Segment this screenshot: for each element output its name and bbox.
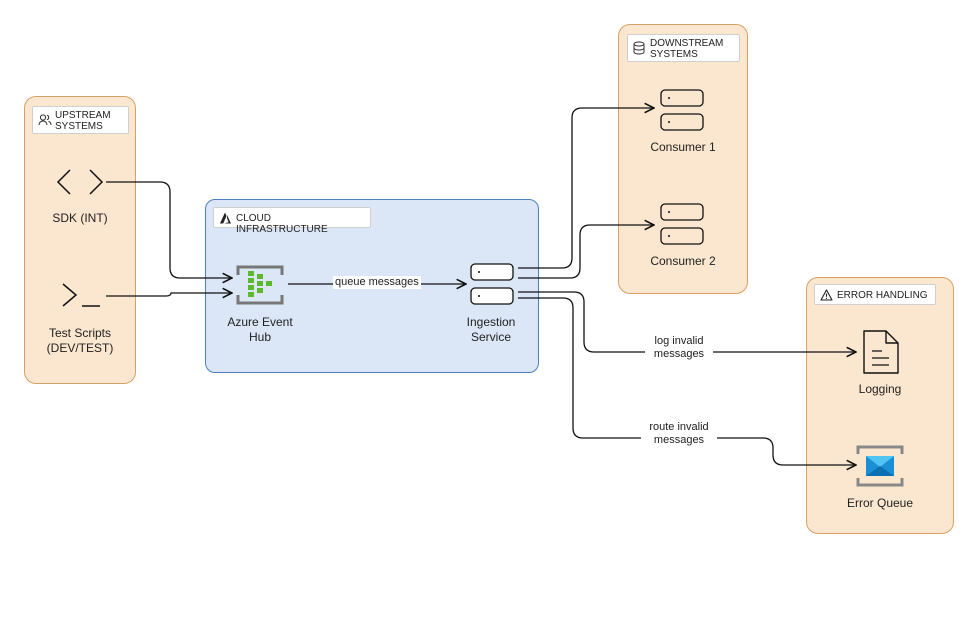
warning-icon	[820, 288, 833, 301]
downstream-systems-group	[618, 24, 748, 294]
consumer-1-node	[660, 88, 708, 134]
downstream-systems-tag: DOWNSTREAM SYSTEMS	[627, 34, 740, 62]
ingestion-service-label-line1: Ingestion	[466, 315, 516, 329]
edge-ingestion-to-consumer1	[518, 108, 654, 269]
error-queue-label: Error Queue	[846, 496, 914, 510]
server-icon	[470, 263, 514, 305]
error-title: ERROR HANDLING	[837, 290, 928, 301]
consumer-2-node	[660, 202, 708, 248]
test-scripts-label: Test Scripts (DEV/TEST)	[30, 326, 130, 356]
terminal-icon	[62, 283, 100, 307]
azure-event-hub-label-line1: Azure Event	[227, 315, 293, 329]
edge-ingestion-to-consumer2	[518, 225, 654, 279]
downstream-title-line1: DOWNSTREAM	[650, 38, 724, 49]
edge-sdk-to-eventhub	[106, 181, 232, 278]
edge-label-route-invalid: route invalid messages	[641, 421, 717, 447]
event-hub-icon	[236, 265, 284, 305]
consumer-1-label: Consumer 1	[650, 140, 716, 154]
upstream-title-line1: UPSTREAM	[55, 110, 111, 121]
edge-label-route-line2: messages	[653, 434, 705, 446]
azure-event-hub-label: Azure Event Hub	[215, 315, 305, 345]
edge-scripts-to-eventhub	[106, 293, 232, 296]
cloud-title: CLOUD INFRASTRUCTURE	[236, 213, 328, 235]
logging-node	[862, 329, 900, 375]
error-handling-tag: ERROR HANDLING	[814, 284, 936, 305]
azure-event-hub-node	[234, 263, 286, 307]
consumer-2-label: Consumer 2	[650, 254, 716, 268]
server-icon	[660, 89, 704, 131]
upstream-systems-tag: UPSTREAM SYSTEMS	[32, 106, 129, 134]
downstream-title-line2: SYSTEMS	[650, 49, 698, 60]
edge-label-queue-messages: queue messages	[333, 276, 421, 289]
error-handling-group	[806, 277, 954, 534]
sdk-node	[52, 166, 108, 198]
ingestion-service-node	[470, 262, 518, 308]
ingestion-service-label: Ingestion Service	[448, 315, 534, 345]
logging-label: Logging	[858, 382, 902, 396]
server-icon	[660, 203, 704, 245]
azure-icon	[220, 212, 231, 223]
sdk-label: SDK (INT)	[52, 211, 108, 225]
edge-label-route-line1: route invalid	[649, 421, 709, 433]
cloud-infrastructure-tag: CLOUD INFRASTRUCTURE	[213, 207, 371, 235]
edge-label-log-line2: messages	[653, 348, 705, 360]
test-scripts-label-line2: (DEV/TEST)	[46, 341, 114, 355]
error-queue-node	[855, 444, 905, 488]
test-scripts-node	[56, 280, 108, 312]
upstream-title-line2: SYSTEMS	[55, 121, 103, 132]
document-icon	[863, 330, 899, 374]
azure-event-hub-label-line2: Hub	[248, 330, 271, 344]
queue-icon	[856, 445, 904, 487]
code-brackets-icon	[56, 169, 104, 195]
ingestion-service-label-line2: Service	[470, 330, 511, 344]
upstream-systems-group	[24, 96, 136, 384]
edge-label-log-invalid: log invalid messages	[645, 335, 713, 361]
test-scripts-label-line1: Test Scripts	[48, 326, 111, 340]
users-icon	[38, 114, 52, 126]
database-icon	[633, 41, 645, 55]
edge-label-log-line1: log invalid	[654, 335, 704, 347]
edge-ingestion-to-logging	[518, 291, 856, 352]
